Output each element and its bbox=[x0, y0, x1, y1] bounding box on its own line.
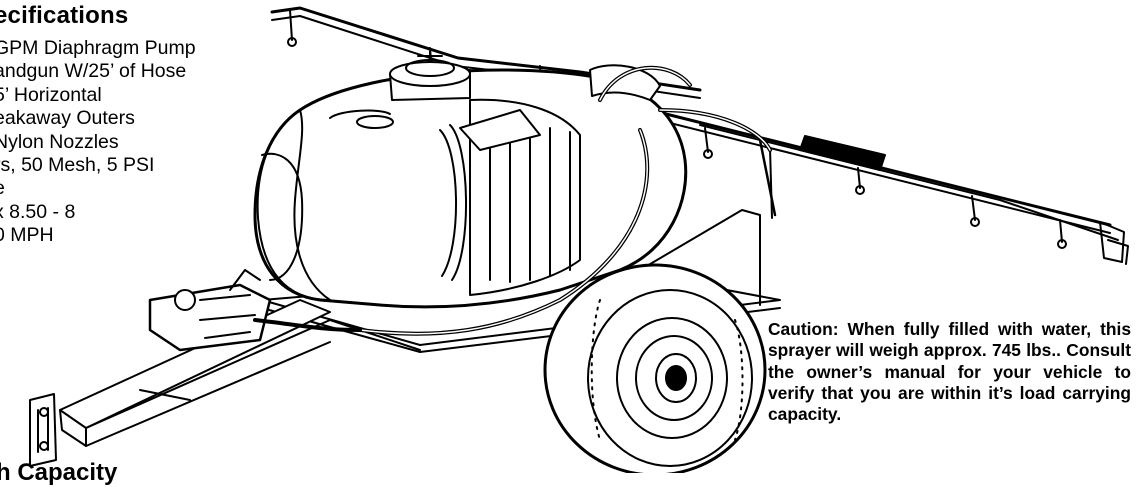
specifications-list: GPM Diaphragm Pump andgun W/25’ of Hose … bbox=[0, 37, 196, 248]
sprayer-illustration bbox=[29, 6, 1129, 473]
spec-item: e bbox=[0, 177, 196, 200]
spec-item: x 8.50 - 8 bbox=[0, 200, 76, 223]
specifications-heading: ecifications bbox=[0, 2, 129, 29]
spec-item: eakaway Outers bbox=[0, 107, 135, 130]
spec-item: Nylon Nozzles bbox=[0, 130, 119, 153]
spec-item: andgun W/25’ of Hose bbox=[0, 60, 187, 83]
hoses bbox=[358, 65, 772, 336]
wheel bbox=[543, 263, 767, 473]
spec-item: rs, 50 Mesh, 5 PSI bbox=[0, 154, 155, 177]
spec-item: GPM Diaphragm Pump bbox=[0, 37, 196, 59]
pump bbox=[148, 269, 362, 352]
spec-item: 0 MPH bbox=[0, 224, 54, 247]
caution-text: Caution: When fully filled with water, t… bbox=[768, 319, 1131, 425]
spec-item: 5’ Horizontal bbox=[0, 83, 102, 106]
